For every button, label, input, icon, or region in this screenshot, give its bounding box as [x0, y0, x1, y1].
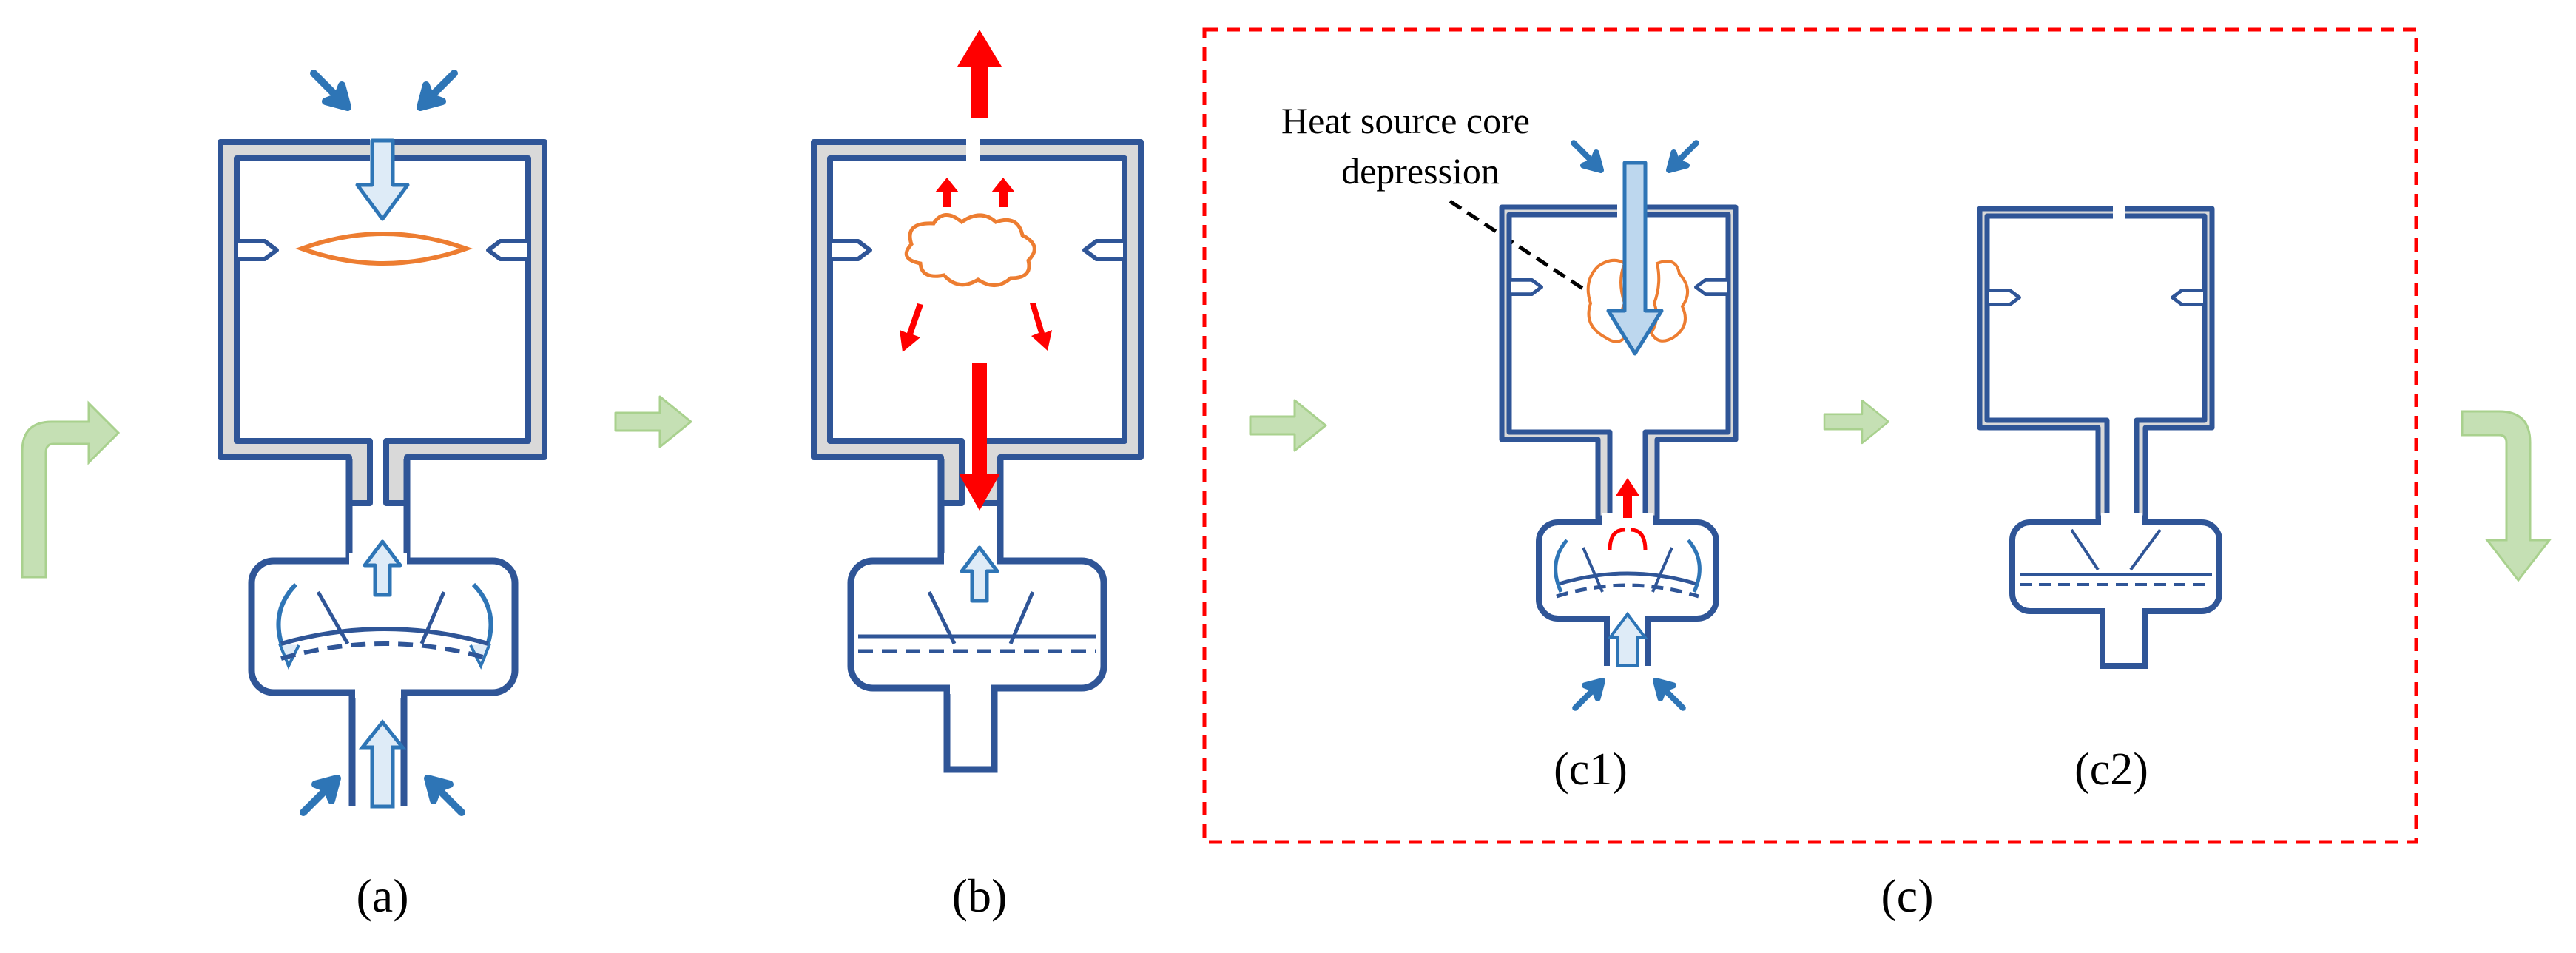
transition-arrow-a-b [614, 395, 692, 448]
chamber-b [811, 30, 1144, 773]
label-c1: (c1) [1554, 744, 1628, 795]
transition-arrow-end [2461, 410, 2552, 582]
label-b: (b) [952, 869, 1008, 922]
label-a: (a) [356, 869, 408, 922]
label-c2: (c2) [2074, 744, 2148, 795]
chamber-a [218, 73, 547, 812]
annotation-line1: Heat source core [1281, 100, 1530, 141]
chamber-c1 [1499, 143, 1739, 708]
annotation-leader [1449, 199, 1607, 306]
transition-arrow-start [21, 400, 121, 579]
annotation-line2: depression [1341, 150, 1500, 192]
transition-arrow-c1-c2 [1823, 399, 1889, 445]
chamber-c2 [1977, 204, 2222, 669]
label-c: (c) [1881, 869, 1933, 922]
transition-arrow-b-c1 [1249, 399, 1327, 452]
panel-c-frame [1202, 27, 2418, 844]
